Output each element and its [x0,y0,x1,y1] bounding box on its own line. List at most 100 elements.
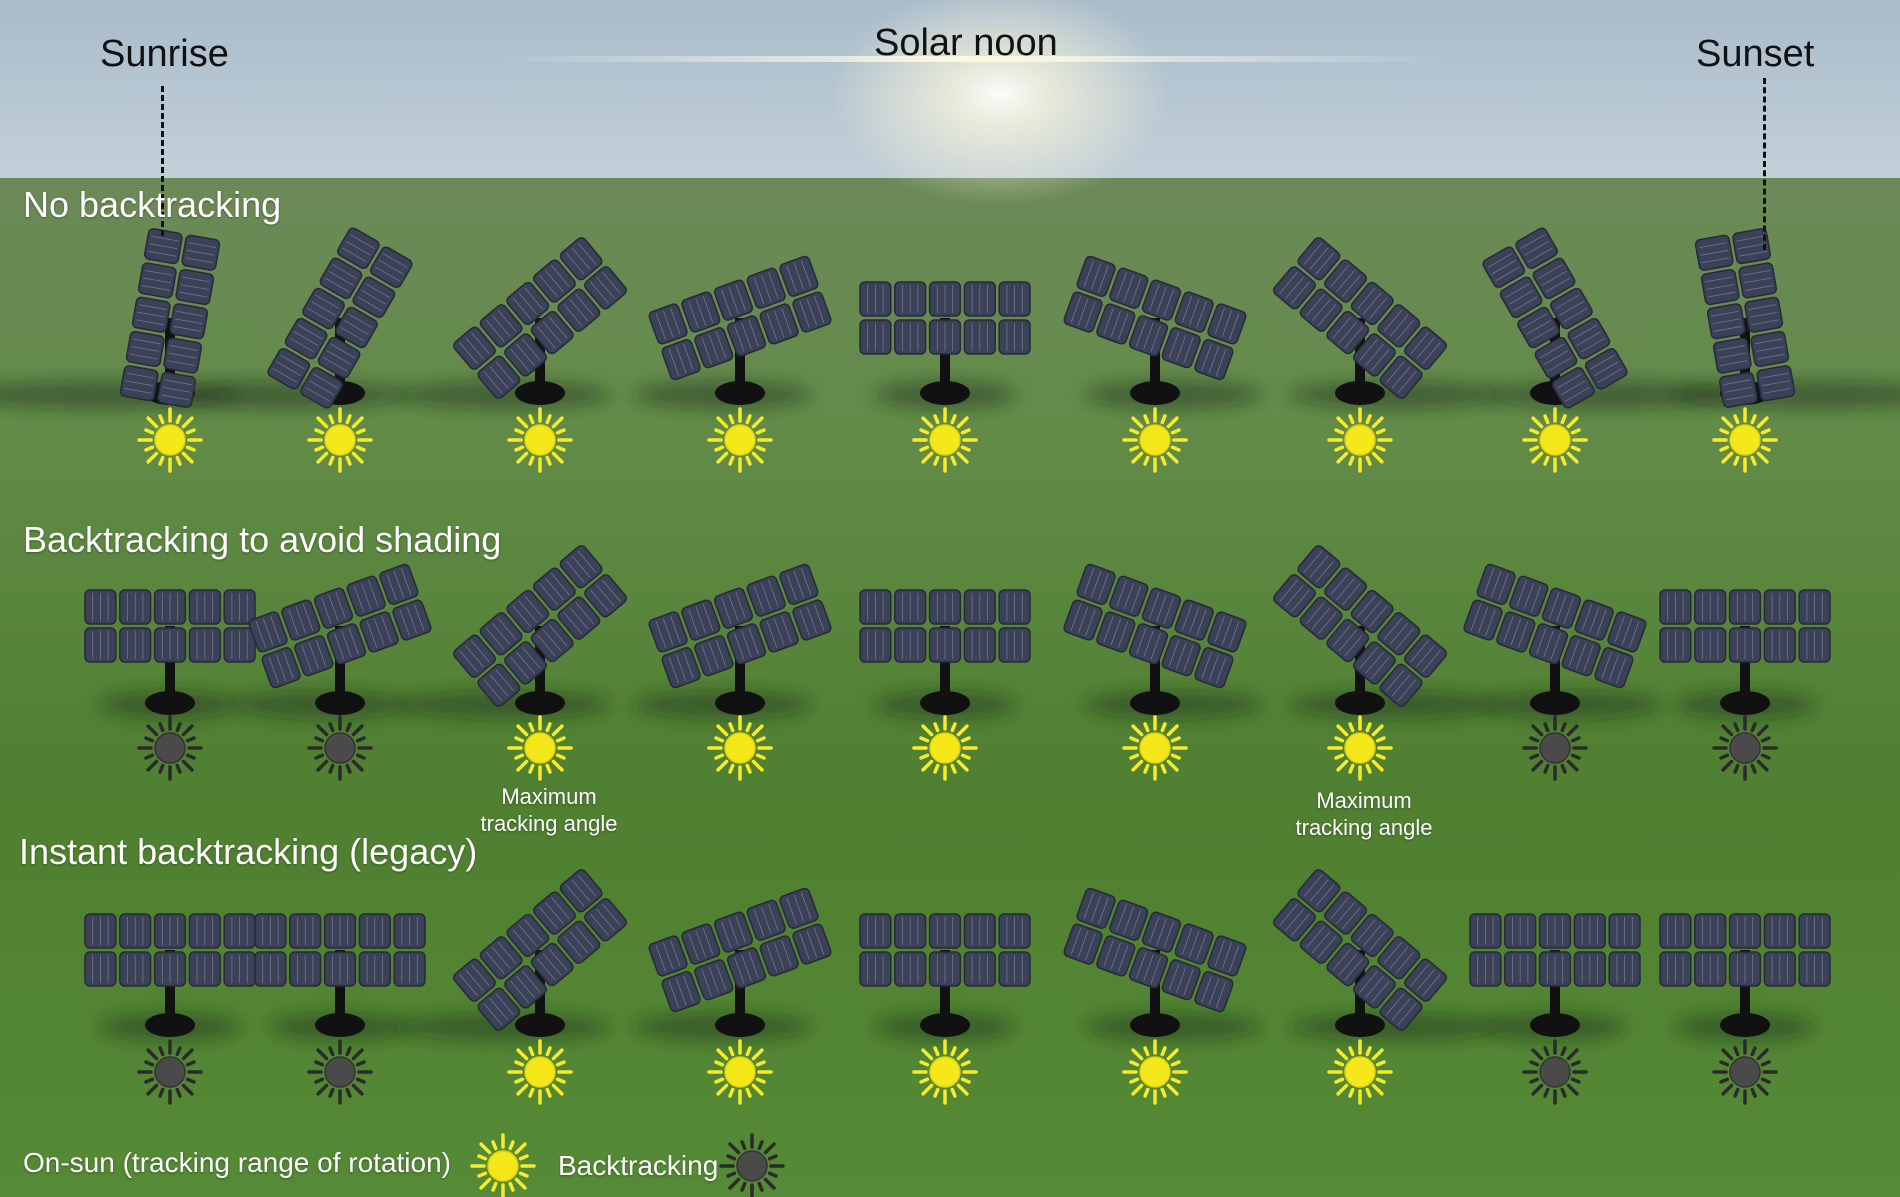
row-title-no-backtracking: No backtracking [23,184,282,225]
solar-tracker [648,255,832,405]
solar-panel [1659,913,1831,987]
solar-tracker [1482,227,1628,409]
legend-icons [470,1133,785,1197]
sun-icon [1122,715,1188,781]
sun-icon [1327,715,1393,781]
tracker-post [1740,950,1750,1025]
solar-tracker [1273,545,1447,715]
tracker-post [335,950,345,1025]
sun-icon [912,1039,978,1105]
solar-tracker [84,913,256,1037]
tracker-post [1550,950,1560,1025]
solar-panel [1659,589,1831,663]
solar-tracker [1463,563,1647,715]
sun-icon [912,715,978,781]
tracker-post [940,318,950,393]
solar-tracker [859,589,1031,715]
solar-tracker [248,563,432,715]
dark-sun-icon [137,715,203,781]
legend-dark-sun-icon [719,1133,785,1197]
sun-icon [1522,407,1588,473]
solar-tracker [119,228,221,408]
solar-panel [648,255,832,381]
sun-icon [1122,1039,1188,1105]
tracker-post [735,626,745,703]
sun-icon [1122,407,1188,473]
solar-panel [859,589,1031,663]
solar-panel [84,913,256,987]
sun-icon [1327,1039,1393,1105]
tracker-post [165,950,175,1025]
max-tracking-angle-note-left: Maximum tracking angle [480,784,618,836]
sun-icon [707,1039,773,1105]
solar-tracker [1063,563,1247,715]
solar-panel [453,237,627,399]
solar-tracker [1273,869,1447,1037]
solar-panel [1063,563,1247,689]
solar-panel [1469,913,1641,987]
solar-noon-label: Solar noon [874,22,1058,64]
solar-panel [453,869,627,1031]
sun-icon [707,407,773,473]
sunset-dashed-line [1763,78,1766,250]
solar-tracker [1063,887,1247,1037]
solar-panel [267,227,413,409]
solar-panel [648,563,832,689]
legend-on-sun-label: On-sun (tracking range of rotation) [23,1147,451,1178]
solar-panel [1694,228,1796,408]
sun-icon [707,715,773,781]
sun-icon [912,407,978,473]
solar-panel [119,228,221,408]
tracker-post [1740,626,1750,703]
solar-panel [1273,545,1447,707]
solar-tracker [1659,589,1831,715]
solar-tracker [453,237,627,405]
legend-sun-icon [470,1133,536,1197]
solar-tracker [453,545,627,715]
dark-sun-icon [1712,1039,1778,1105]
solar-panel [453,545,627,707]
sunset-label: Sunset [1696,33,1815,75]
sun-icon [507,715,573,781]
solar-tracker [84,589,256,715]
dark-sun-icon [1522,1039,1588,1105]
legend-backtracking-label: Backtracking [558,1150,719,1181]
solar-tracker [254,913,426,1037]
sun-icon [507,1039,573,1105]
solar-tracker [648,887,832,1037]
sun-icon [307,407,373,473]
sun-icon [137,407,203,473]
tracker-post [1150,626,1160,703]
solar-panel [1273,237,1447,399]
solar-panel [859,913,1031,987]
tracker-post [1550,626,1560,703]
dark-sun-icon [137,1039,203,1105]
trackers [84,227,1831,1037]
solar-panel [648,887,832,1013]
solar-panel [84,589,256,663]
dark-sun-icon [307,1039,373,1105]
solar-panel [1273,869,1447,1031]
solar-tracker [648,563,832,715]
dark-sun-icon [307,715,373,781]
sunrise-label: Sunrise [100,33,229,75]
solar-tracker [859,913,1031,1037]
sun-indicators [137,407,1778,1105]
solar-tracker [1659,913,1831,1037]
tracker-post [940,626,950,703]
solar-panel [254,913,426,987]
solar-panel [1063,887,1247,1013]
solar-tracker [453,869,627,1037]
solar-tracker [1063,255,1247,405]
sun-glow [830,0,1170,205]
solar-tracker [859,281,1031,405]
solar-tracker [1694,228,1796,408]
dark-sun-icon [1712,715,1778,781]
solar-panel [248,563,432,689]
max-tracking-angle-note-right: Maximum tracking angle [1295,788,1433,840]
tracker-post [335,626,345,703]
sun-icon [1712,407,1778,473]
solar-panel [859,281,1031,355]
row-title-instant-backtracking: Instant backtracking (legacy) [19,831,478,872]
